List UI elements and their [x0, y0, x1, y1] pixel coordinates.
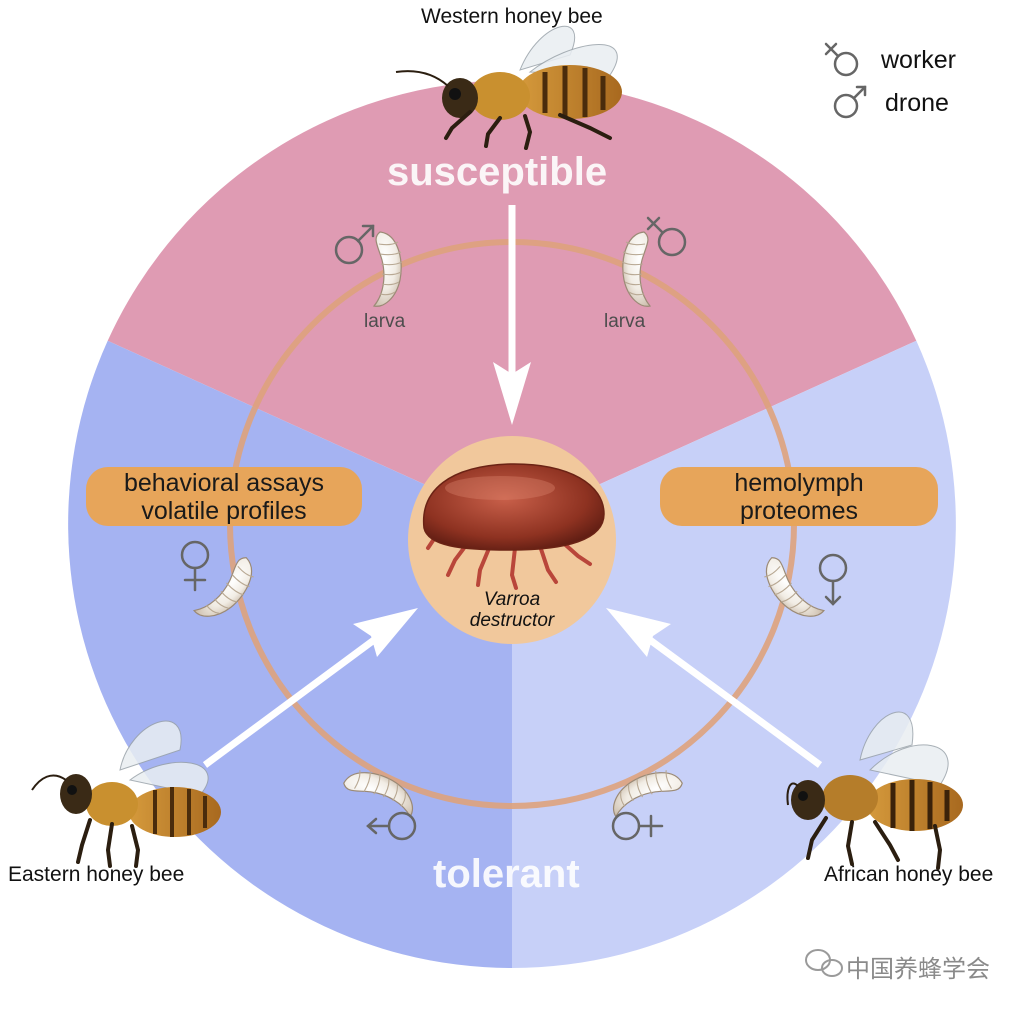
- legend-worker-icon: [824, 42, 859, 77]
- western-honey-bee-label: Western honey bee: [421, 5, 603, 28]
- mite-caption: Varroa destructor: [452, 589, 572, 631]
- watermark-icon: [805, 949, 843, 977]
- behavioral-assays-pill: behavioral assays volatile profiles: [86, 467, 362, 526]
- arrows: [202, 205, 823, 768]
- arrow-from-african: [606, 608, 823, 768]
- larva-label-right: larva: [604, 311, 646, 332]
- pill-left-line1: behavioral assays: [123, 468, 325, 497]
- western-honey-bee-image: [395, 25, 622, 150]
- african-honey-bee-image: [786, 711, 963, 870]
- watermark-text: 中国养蜂学会: [846, 956, 990, 983]
- arrow-from-western: [493, 205, 531, 425]
- mite-caption-line2: destructor: [469, 610, 555, 631]
- hemolymph-proteomes-pill: hemolymph proteomes: [660, 467, 938, 526]
- worker-icon-top-right: [646, 216, 687, 257]
- legend-drone-icon: [833, 85, 867, 119]
- worker-icon-bottom-left: [366, 811, 417, 841]
- mite-caption-line1: Varroa: [483, 589, 541, 610]
- tolerant-label: tolerant: [433, 852, 580, 896]
- legend-drone-label: drone: [885, 89, 949, 117]
- arrow-from-eastern: [202, 608, 418, 768]
- worker-icon-right: [818, 553, 848, 606]
- larva-label-left: larva: [364, 311, 406, 332]
- legend-worker-label: worker: [881, 46, 957, 74]
- eastern-honey-bee-image: [31, 720, 221, 868]
- female-icon-bottom-right: [611, 811, 664, 841]
- pill-right-line1: hemolymph: [734, 468, 864, 497]
- african-honey-bee-label: African honey bee: [824, 863, 994, 886]
- female-icon-left: [180, 540, 210, 592]
- drone-icon-top-left: [334, 224, 375, 265]
- pill-left-line2: volatile profiles: [141, 496, 307, 525]
- pill-right-line2: proteomes: [739, 496, 859, 525]
- eastern-honey-bee-label: Eastern honey bee: [8, 863, 185, 886]
- susceptible-label: susceptible: [387, 150, 608, 194]
- sex-symbols: [180, 42, 867, 841]
- varroa-mite: [422, 463, 605, 590]
